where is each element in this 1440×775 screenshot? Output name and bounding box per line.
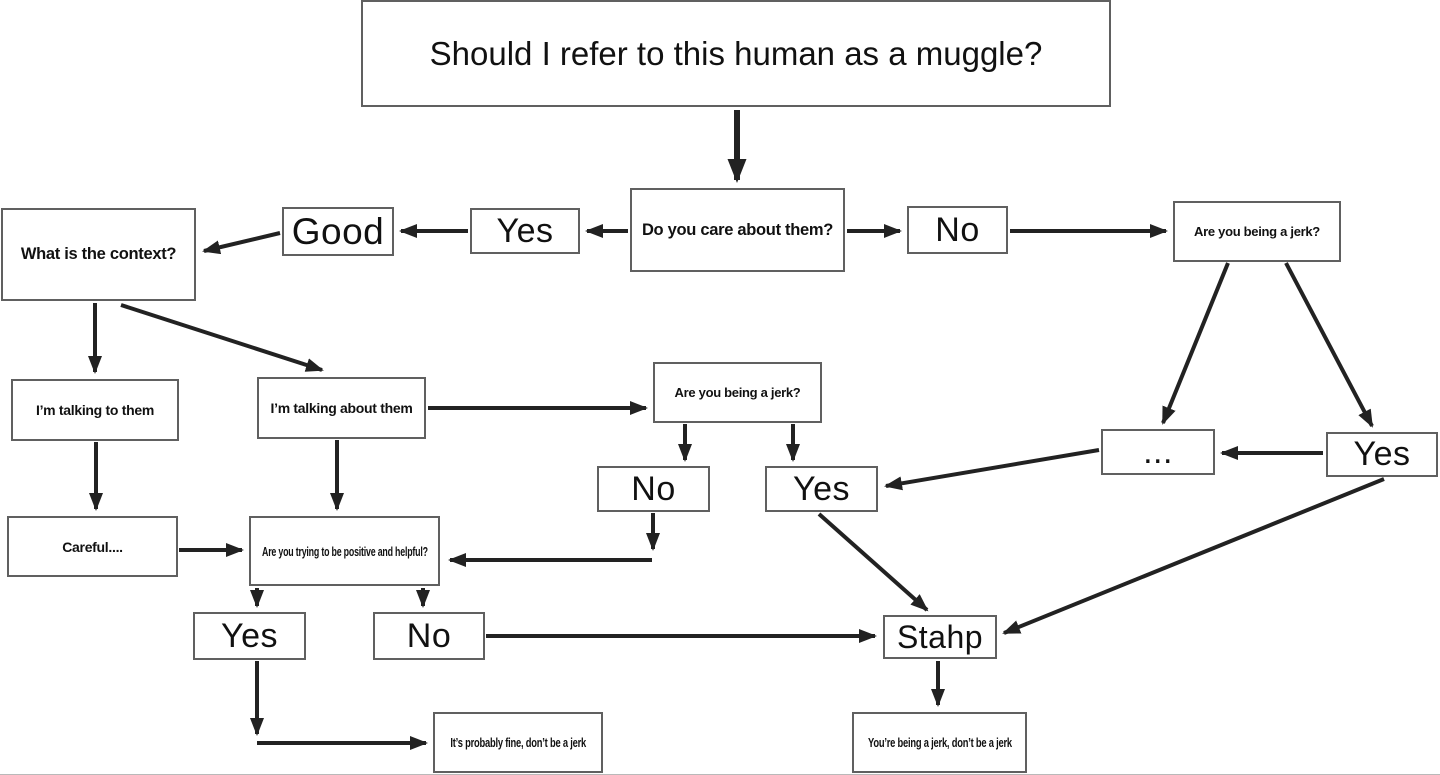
node-yes-care-label: Yes (496, 211, 554, 250)
edge-good-to-context (202, 231, 281, 255)
node-jerk-verdict: You’re being a jerk, don’t be a jerk (852, 712, 1027, 773)
node-jerk-verdict-label: You’re being a jerk, don’t be a jerk (867, 735, 1012, 750)
edge-context-to-talking-about (120, 303, 324, 372)
node-do-you-care-label: Do you care about them? (641, 220, 834, 239)
node-no-positive: No (373, 612, 485, 660)
node-stahp-label: Stahp (896, 618, 984, 655)
node-no-care-label: No (935, 210, 980, 249)
node-yes-positive: Yes (193, 612, 306, 660)
node-ellipsis-label: ... (1143, 432, 1173, 471)
edge-yes-jerk-mid-to-stahp (817, 512, 929, 612)
node-positive-helpful: Are you trying to be positive and helpfu… (249, 516, 440, 586)
node-talking-about: I’m talking about them (257, 377, 426, 439)
node-jerk-right-label: Are you being a jerk? (1194, 224, 1320, 239)
node-do-you-care: Do you care about them? (630, 188, 845, 272)
node-talking-about-label: I’m talking about them (270, 400, 413, 416)
node-positive-helpful-label: Are you trying to be positive and helpfu… (261, 543, 428, 559)
node-probably-fine: It’s probably fine, don’t be a jerk (433, 712, 603, 773)
node-yes-positive-label: Yes (221, 616, 278, 655)
node-what-context-label: What is the context? (20, 245, 177, 263)
node-jerk-right: Are you being a jerk? (1173, 201, 1341, 262)
node-title-label: Should I refer to this human as a muggle… (429, 34, 1043, 72)
node-good-label: Good (291, 210, 385, 252)
node-yes-jerk-mid-label: Yes (793, 469, 850, 508)
node-no-jerk-mid: No (597, 466, 710, 512)
node-no-positive-label: No (406, 616, 452, 655)
node-title: Should I refer to this human as a muggle… (361, 0, 1111, 107)
node-no-jerk-mid-label: No (631, 469, 676, 508)
node-ellipsis: ... (1101, 429, 1215, 475)
edge-jerk-right-to-yes (1284, 262, 1374, 428)
node-yes-jerk-right: Yes (1326, 432, 1438, 477)
node-careful-label: Careful.... (62, 538, 123, 555)
node-yes-jerk-mid: Yes (765, 466, 878, 512)
node-what-context: What is the context? (1, 208, 196, 301)
edge-jerk-right-to-dots (1161, 262, 1230, 425)
node-yes-jerk-right-label: Yes (1353, 435, 1411, 473)
node-careful: Careful.... (7, 516, 178, 577)
edge-yes-jerk-right-to-stahp (1002, 477, 1385, 635)
node-good: Good (282, 207, 394, 256)
edge-dots-to-yes-jerk-mid (884, 448, 1100, 491)
node-jerk-mid: Are you being a jerk? (653, 362, 822, 423)
node-jerk-mid-label: Are you being a jerk? (674, 385, 801, 400)
node-probably-fine-label: It’s probably fine, don’t be a jerk (450, 735, 586, 750)
node-stahp: Stahp (883, 615, 997, 659)
node-talking-to-label: I’m talking to them (36, 402, 154, 418)
node-yes-care: Yes (470, 208, 580, 254)
node-talking-to: I’m talking to them (11, 379, 179, 441)
node-no-care: No (907, 206, 1008, 254)
